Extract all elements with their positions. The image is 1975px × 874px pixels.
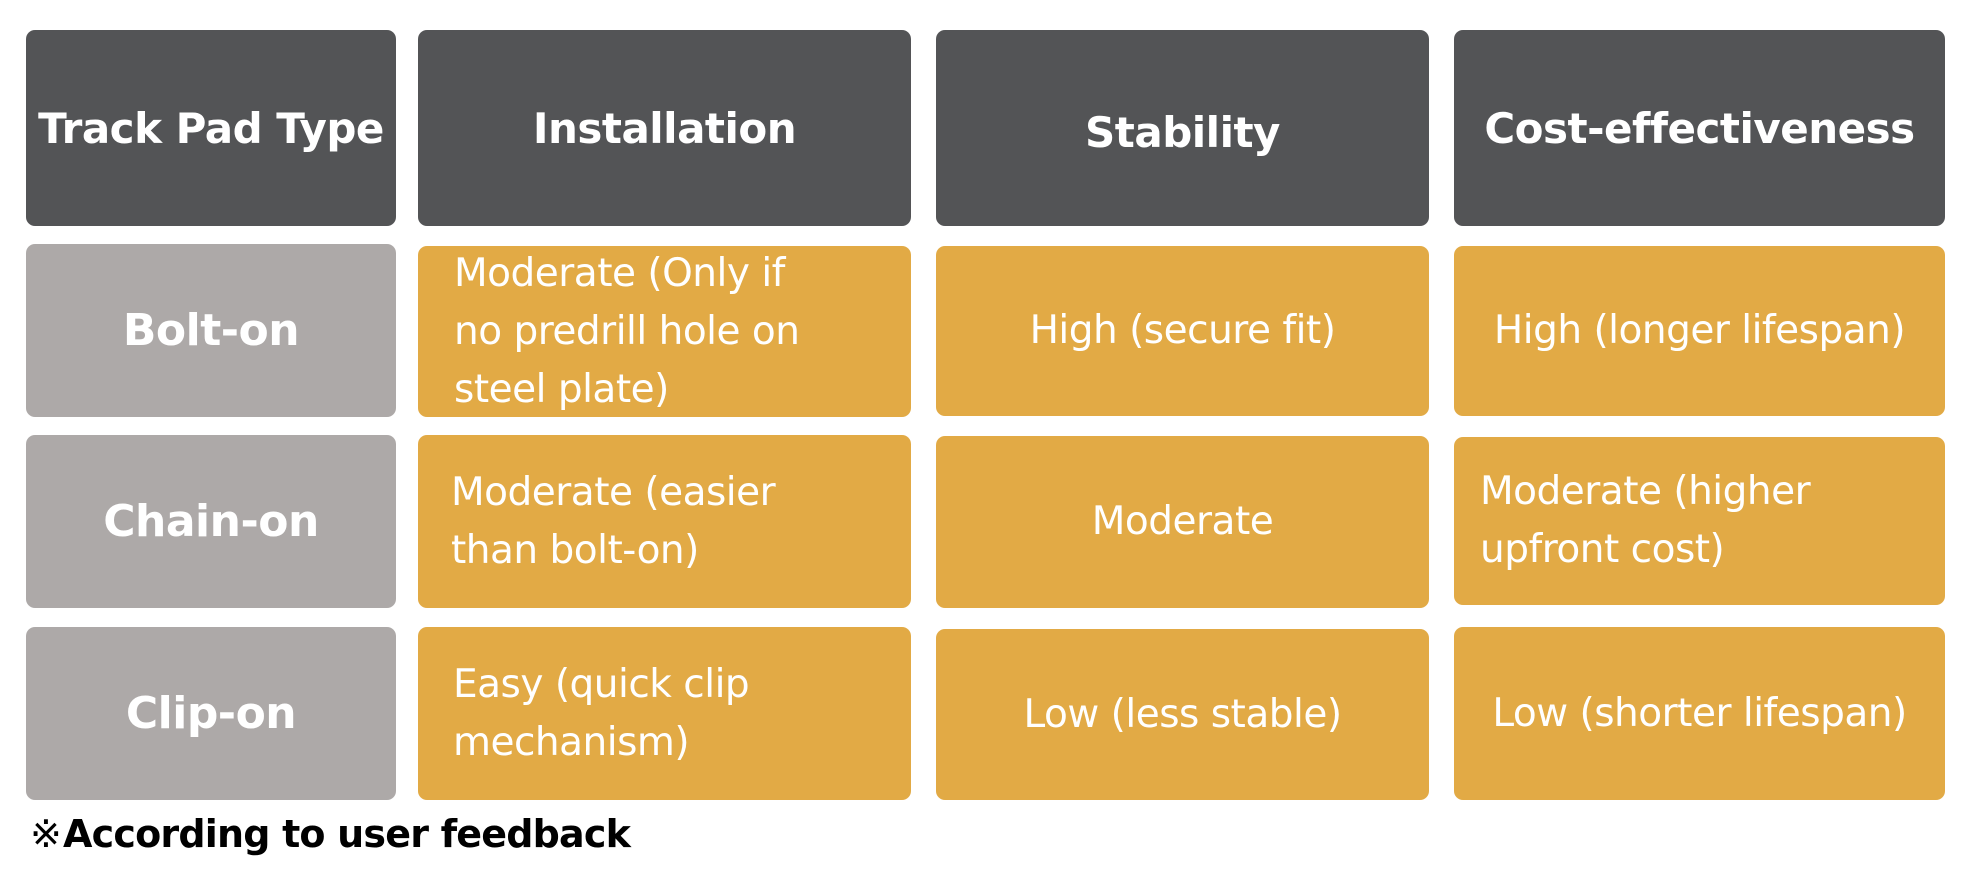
row-label: Chain-on — [103, 496, 319, 547]
cell-text: High (secure fit) — [1029, 308, 1336, 353]
header-label: Stability — [1085, 107, 1280, 157]
cell-text: Easy (quick clip mechanism) — [453, 661, 750, 765]
cell-text: Low (shorter lifespan) — [1492, 690, 1907, 736]
header-installation: Installation — [418, 30, 911, 226]
reference-mark-icon: ※ — [30, 812, 62, 856]
cell-clip-on-installation: Easy (quick clip mechanism) — [418, 627, 911, 800]
header-label: Cost-effectiveness — [1484, 103, 1915, 153]
header-cost-effectiveness: Cost-effectiveness — [1454, 30, 1945, 226]
cell-text: Moderate (higher upfront cost) — [1480, 469, 1811, 572]
cell-text: Moderate — [1091, 499, 1274, 544]
cell-bolt-on-installation: Moderate (Only if no predrill hole on st… — [418, 246, 911, 417]
cell-text: Low (less stable) — [1023, 691, 1342, 737]
cell-text: Moderate (easier than bolt-on) — [451, 469, 776, 573]
cell-chain-on-stability: Moderate — [936, 436, 1429, 608]
row-label-chain-on: Chain-on — [26, 435, 396, 608]
cell-chain-on-installation: Moderate (easier than bolt-on) — [418, 435, 911, 608]
row-label: Clip-on — [125, 688, 297, 739]
header-label: Track Pad Type — [38, 103, 384, 153]
header-label: Installation — [532, 103, 797, 153]
cell-text: Moderate (Only if no predrill hole on st… — [454, 250, 800, 412]
cell-bolt-on-stability: High (secure fit) — [936, 246, 1429, 416]
row-label-bolt-on: Bolt-on — [26, 244, 396, 417]
cell-chain-on-cost: Moderate (higher upfront cost) — [1454, 437, 1945, 605]
header-stability: Stability — [936, 30, 1429, 226]
cell-clip-on-cost: Low (shorter lifespan) — [1454, 627, 1945, 800]
header-track-pad-type: Track Pad Type — [26, 30, 396, 226]
cell-clip-on-stability: Low (less stable) — [936, 629, 1429, 800]
footnote-text: According to user feedback — [63, 812, 631, 856]
cell-bolt-on-cost: High (longer lifespan) — [1454, 246, 1945, 416]
row-label-clip-on: Clip-on — [26, 627, 396, 800]
cell-text: High (longer lifespan) — [1493, 308, 1906, 353]
row-label: Bolt-on — [122, 305, 300, 356]
footnote: ※According to user feedback — [30, 812, 631, 856]
